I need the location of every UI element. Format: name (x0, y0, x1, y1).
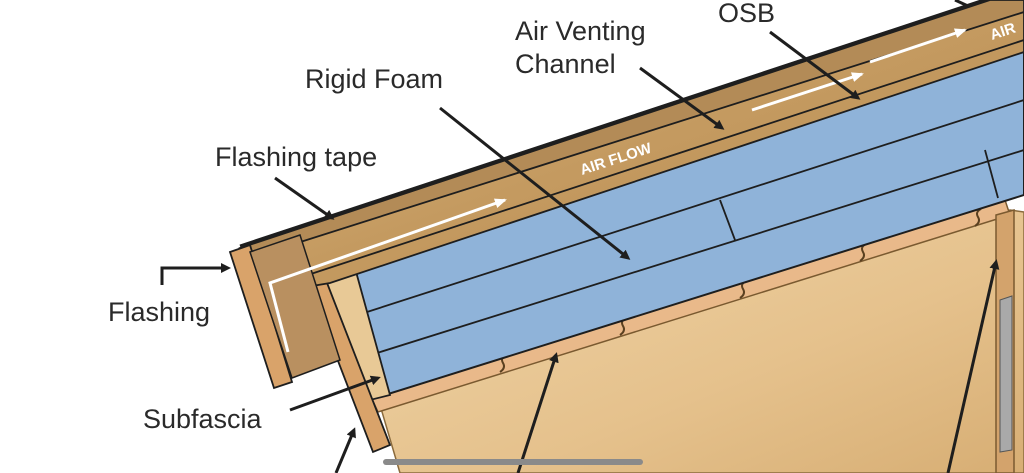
air-flow-arrow-lower (268, 198, 507, 353)
label-osb: OSB (718, 0, 775, 28)
label-rigid-foam: Rigid Foam (305, 64, 443, 94)
air-flow-arrow-upper (751, 72, 864, 112)
leader-subfascia (289, 375, 381, 412)
home-indicator[interactable] (383, 459, 643, 465)
leader-top-right (954, 0, 969, 8)
drip-edge-inner (249, 234, 341, 379)
rafter-right-inner (999, 295, 1013, 453)
leader-osb (769, 30, 861, 100)
leader-lines (160, 0, 1000, 473)
label-subfascia: Subfascia (143, 404, 263, 434)
leader-air-venting (639, 66, 725, 130)
label-flashing-tape: Flashing tape (215, 142, 377, 172)
label-air-venting-line1: Air Venting (515, 16, 646, 46)
label-air-venting-line2: Channel (515, 49, 616, 79)
leader-fascia-bottom (334, 427, 356, 473)
leader-rigid-foam (439, 106, 631, 260)
leader-flashing (160, 263, 231, 285)
air-flow-arrow-top (869, 28, 967, 64)
foam-seams (366, 99, 1024, 354)
leader-tongue-groove (516, 352, 559, 473)
drip-edge-plank (228, 243, 294, 390)
leader-flashing-tape (274, 176, 335, 220)
channel-divider (261, 39, 1024, 291)
shingle-ridges (364, 23, 911, 207)
leader-rafter (946, 259, 1000, 473)
label-flashing: Flashing (108, 297, 210, 327)
